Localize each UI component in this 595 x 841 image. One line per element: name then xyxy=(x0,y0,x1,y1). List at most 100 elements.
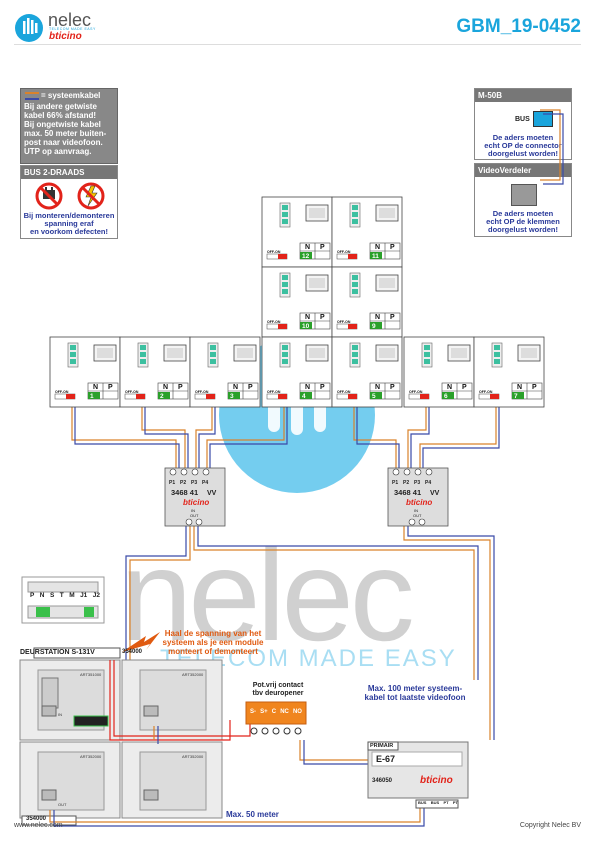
videoverdeler-note: De aders moeten echt OP de klemmen doorg… xyxy=(475,210,571,234)
address-cell xyxy=(370,252,382,259)
info-line: Bij andere getwiste xyxy=(24,102,97,111)
terminal-label: J1 xyxy=(80,592,88,599)
bus-id: 354000 xyxy=(26,816,47,822)
port-label: P2 xyxy=(180,480,186,486)
videoverdeler-note-line: echt OP de klemmen xyxy=(486,217,560,226)
system-cable xyxy=(144,390,189,470)
psu-terminal: PT xyxy=(452,800,458,805)
terminal-screw xyxy=(352,289,358,294)
np-label: P xyxy=(320,314,325,321)
info-line: UTP op aanvraag. xyxy=(24,147,92,156)
terminal-labels: P N S T M J1 J2 xyxy=(30,592,100,599)
in-out-screw xyxy=(185,518,193,526)
address-cell xyxy=(300,252,312,259)
art-code: ART351000 xyxy=(80,672,102,677)
psu-primary-label: PRIMAIR xyxy=(370,743,394,749)
videoverdeler-note-line: doorgelust worden! xyxy=(488,225,558,234)
system-cable xyxy=(540,109,561,181)
brand-name: nelec xyxy=(48,10,92,30)
contact-title-line: tbv deuropener xyxy=(252,690,304,697)
terminal-detail xyxy=(21,576,105,624)
terminal-label: P xyxy=(30,592,35,599)
out-label: OUT xyxy=(58,802,67,807)
contact-term: C xyxy=(271,709,277,715)
terminal-screw xyxy=(282,212,288,217)
off-on-indicator xyxy=(206,394,215,399)
terminal-screw xyxy=(140,352,146,357)
np-label: N xyxy=(375,384,380,391)
terminal-label: S xyxy=(49,592,55,599)
system-cable xyxy=(543,113,564,185)
off-on-indicator xyxy=(66,394,75,399)
psu-terminals: BUS BUS PT PT xyxy=(418,800,458,805)
monitor-display xyxy=(167,348,183,358)
system-cable xyxy=(197,525,479,680)
max100-note: Max. 100 meter systeem- kabel tot laatst… xyxy=(350,684,480,702)
monitor-display xyxy=(379,278,395,288)
np-label: N xyxy=(163,384,168,391)
m50b-note-line: doorgelust worden! xyxy=(488,149,558,158)
distributor-out: OUT xyxy=(413,513,422,518)
off-on-indicator xyxy=(348,324,357,329)
terminal-label: J2 xyxy=(92,592,100,599)
terminal-screw xyxy=(210,345,216,350)
off-on-label: OFF-ON xyxy=(337,320,351,324)
distributor-in: IN xyxy=(414,508,418,513)
address-cell xyxy=(228,392,240,399)
videophone-number: 1 xyxy=(90,393,94,400)
system-cable xyxy=(410,390,430,470)
port-screw xyxy=(414,468,422,476)
footer-website[interactable]: www.nelec.com xyxy=(14,822,63,829)
off-on-label: OFF-ON xyxy=(337,250,351,254)
monitor-display xyxy=(379,348,395,358)
monitor-display xyxy=(521,348,537,358)
contact-term: NO xyxy=(292,709,302,715)
bus-id: 354000 xyxy=(122,649,143,655)
port-screw xyxy=(425,468,433,476)
off-on-label: OFF-ON xyxy=(55,390,69,394)
monitor-display xyxy=(309,208,325,218)
off-on-indicator xyxy=(348,394,357,399)
np-label: N xyxy=(447,384,452,391)
psu-terminal: BUS xyxy=(418,800,427,805)
address-cell xyxy=(370,322,382,329)
port-screw xyxy=(392,468,400,476)
door-station-wiring xyxy=(49,660,425,827)
np-label: N xyxy=(93,384,98,391)
system-cable xyxy=(198,390,216,470)
system-cable xyxy=(303,740,370,765)
np-label: P xyxy=(532,384,537,391)
psu-terminal: PT xyxy=(443,800,449,805)
address-cell xyxy=(370,392,382,399)
monitor-display xyxy=(309,278,325,288)
np-label: P xyxy=(462,384,467,391)
voltage-note-line: monteert of demonteert xyxy=(168,647,258,656)
monitor-display xyxy=(97,348,113,358)
np-label: N xyxy=(305,384,310,391)
np-label: P xyxy=(390,384,395,391)
off-on-label: OFF-ON xyxy=(337,390,351,394)
terminal-screw xyxy=(210,352,216,357)
videophone-number: 4 xyxy=(302,393,306,400)
np-label: P xyxy=(108,384,113,391)
off-on-indicator xyxy=(348,254,357,259)
terminal-screw xyxy=(494,352,500,357)
np-label: N xyxy=(375,244,380,251)
off-on-label: OFF-ON xyxy=(267,250,281,254)
terminal-screw xyxy=(352,219,358,224)
distributor-body xyxy=(387,467,449,527)
terminal-screw xyxy=(140,359,146,364)
system-cable xyxy=(74,390,180,470)
videophone-number: 3 xyxy=(230,393,234,400)
system-cable xyxy=(71,390,177,470)
m50b-note-line: De aders moeten xyxy=(492,133,554,142)
distributor-model: 3468 41 xyxy=(394,488,421,497)
no-plug-icon xyxy=(35,182,105,210)
splitter-icon xyxy=(511,184,537,206)
off-on-label: OFF-ON xyxy=(267,390,281,394)
port-screw xyxy=(202,468,210,476)
